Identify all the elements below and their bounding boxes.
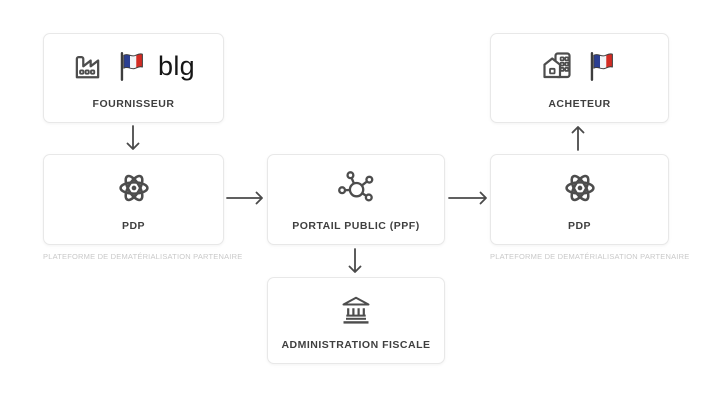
arrow-portail-to-pdp <box>448 191 487 205</box>
blg-logo: blg <box>158 50 195 81</box>
administration-fiscale-icons <box>268 287 444 330</box>
arrow-pdp-to-acheteur <box>571 126 585 151</box>
pdp-right-icons <box>491 164 668 211</box>
network-icon <box>338 170 374 201</box>
pdp-left-label: PDP <box>121 220 146 232</box>
buildings-icon <box>542 52 571 79</box>
french-flag-icon <box>120 51 143 81</box>
portail-public-node: PORTAIL PUBLIC (PPF) <box>267 154 445 245</box>
fournisseur-label: FOURNISSEUR <box>92 98 175 110</box>
pdp-right-caption: PLATEFORME DE DEMATÉRIALISATION PARTENAI… <box>490 252 690 261</box>
portail-public-label: PORTAIL PUBLIC (PPF) <box>292 220 420 232</box>
fournisseur-node: blg FOURNISSEUR <box>43 33 224 123</box>
acheteur-node: ACHETEUR <box>490 33 669 123</box>
bank-icon <box>342 296 370 324</box>
pdp-left-icons <box>44 164 223 211</box>
arrow-fournisseur-to-pdp <box>126 125 140 150</box>
atom-icon <box>564 174 595 201</box>
arrow-pdp-to-portail <box>226 191 263 205</box>
pdp-left-caption: PLATEFORME DE DEMATÉRIALISATION PARTENAI… <box>43 252 243 261</box>
fournisseur-icons: blg <box>44 43 223 89</box>
acheteur-icons <box>491 43 668 89</box>
administration-fiscale-node: ADMINISTRATION FISCALE <box>267 277 445 364</box>
pdp-right-label: PDP <box>567 220 592 232</box>
pdp-right-node: PDP <box>490 154 669 245</box>
administration-fiscale-label: ADMINISTRATION FISCALE <box>281 339 431 351</box>
factory-icon <box>75 55 100 78</box>
atom-icon <box>118 174 149 201</box>
acheteur-label: ACHETEUR <box>548 98 611 110</box>
pdp-left-node: PDP <box>43 154 224 245</box>
french-flag-icon <box>590 51 613 81</box>
portail-public-icons <box>268 164 444 211</box>
arrow-portail-to-administration <box>348 248 362 273</box>
